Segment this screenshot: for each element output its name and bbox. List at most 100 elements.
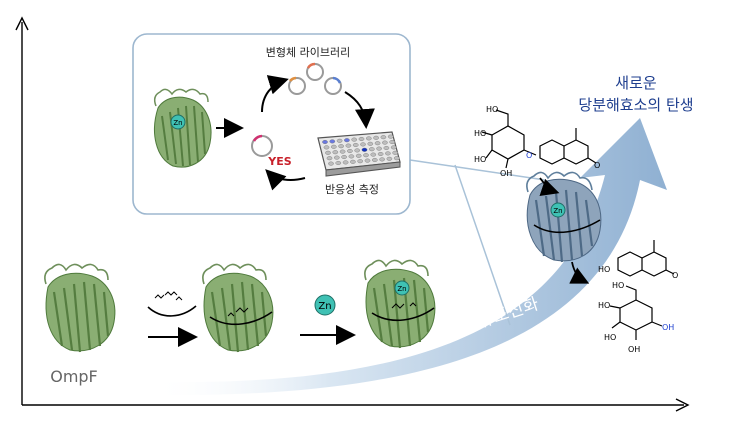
protein-ompf: [44, 263, 116, 353]
result-title-line1: 새로운: [615, 74, 657, 92]
microplate: [317, 131, 401, 177]
microplate-well: [383, 145, 390, 150]
microplate-well: [323, 145, 330, 150]
microplate-well: [351, 137, 358, 142]
plasmids: [251, 62, 342, 157]
microplate-well: [335, 160, 342, 165]
microplate-well: [326, 156, 333, 161]
svg-text:HO: HO: [474, 129, 486, 138]
substrate-molecule: [481, 109, 597, 169]
svg-text:HO: HO: [604, 333, 616, 342]
product-coumarin: [617, 240, 675, 277]
microplate-well: [387, 134, 394, 139]
svg-text:HO: HO: [612, 281, 624, 290]
microplate-well: [370, 152, 377, 157]
cycle-arrow-up: [261, 75, 289, 113]
substrate-labels: HO HO HO OH O O: [474, 105, 600, 178]
ompf-label: OmpF: [50, 367, 98, 386]
protein-evolved: Zn: [526, 171, 602, 263]
svg-text:O: O: [526, 151, 532, 160]
crosslinker: [147, 291, 197, 317]
microplate-well: [355, 153, 362, 158]
microplate-well: [322, 139, 328, 144]
microplate-well: [342, 160, 349, 165]
protein-stage3: Zn: [364, 259, 436, 349]
microplate-well: [330, 144, 337, 149]
evolution-arrow: [150, 118, 667, 396]
microplate-well: [379, 157, 385, 162]
assay-label: 반응성 측정: [325, 183, 379, 196]
microplate-well: [365, 136, 372, 141]
microplate-well: [390, 145, 397, 150]
svg-text:HO: HO: [486, 105, 498, 114]
cycle-arrow-back: [265, 169, 306, 191]
zn-reagent-label: Zn: [318, 301, 331, 312]
microplate-well: [354, 148, 361, 153]
microplate-well: [347, 148, 353, 153]
microplate-well: [338, 144, 344, 149]
microplate-well: [341, 154, 347, 159]
microplate-well: [333, 155, 340, 160]
microplate-well: [380, 135, 387, 140]
microplate-well: [332, 150, 339, 155]
result-title-line2: 당분해효소의 탄생: [578, 96, 693, 114]
microplate-well: [345, 143, 352, 148]
cycle-arrow-down: [344, 91, 375, 129]
zn-label: Zn: [397, 285, 406, 293]
microplate-well: [358, 136, 365, 141]
zinc-reagent: [314, 294, 336, 316]
svg-text:HO: HO: [474, 155, 486, 164]
microplate-well: [368, 147, 375, 152]
glucose-labels: HO HO HO OH OH: [598, 281, 674, 354]
microplate-well: [361, 147, 368, 152]
zn-label: Zn: [173, 119, 182, 127]
svg-text:OH: OH: [662, 323, 674, 332]
product-o-label: O: [672, 271, 678, 280]
zinc-ion: [550, 202, 566, 218]
microplate-well: [329, 139, 336, 144]
microplate-well: [373, 135, 379, 140]
microplate-well: [385, 151, 391, 156]
library-label: 변형체 라이브러리: [266, 46, 350, 59]
microplate-well: [363, 153, 369, 158]
microplate-well: [364, 158, 371, 163]
y-axis-arrowhead: [15, 16, 29, 31]
plasmid-1: [288, 77, 306, 95]
substrate-arrow: [539, 177, 560, 196]
microplate-well: [352, 142, 359, 147]
product-glucose: [609, 285, 663, 340]
microplate-well: [386, 156, 393, 161]
svg-text:HO: HO: [598, 301, 610, 310]
yes-label: YES: [267, 155, 291, 168]
microplate-well: [371, 157, 378, 162]
microplate-well: [350, 159, 356, 164]
microplate-well: [374, 141, 381, 146]
microplate-well: [389, 139, 396, 144]
microplate-well: [325, 150, 331, 155]
protein-stage2: [202, 263, 274, 353]
microplate-well: [377, 151, 384, 156]
zn-label: Zn: [553, 207, 562, 215]
microplate-well: [348, 154, 355, 159]
microplate-well: [367, 141, 374, 146]
axes: [15, 16, 690, 412]
zinc-ion: [394, 280, 410, 296]
svg-text:O: O: [594, 161, 600, 170]
product-ho-label: HO: [598, 265, 610, 274]
microplate-well: [339, 149, 346, 154]
microplate-well: [393, 156, 400, 161]
svg-text:OH: OH: [500, 169, 512, 178]
x-axis-arrowhead: [675, 398, 690, 412]
microplate-well: [328, 161, 334, 166]
microplate-well: [376, 146, 382, 151]
microplate-well: [392, 150, 399, 155]
connector-lines: [409, 159, 546, 326]
plasmid-2: [306, 63, 324, 81]
product-arrow: [569, 261, 590, 284]
svg-text:OH: OH: [628, 345, 640, 354]
microplate-well: [344, 138, 350, 143]
protein-box: Zn: [153, 88, 212, 168]
zinc-ion: [170, 114, 186, 130]
